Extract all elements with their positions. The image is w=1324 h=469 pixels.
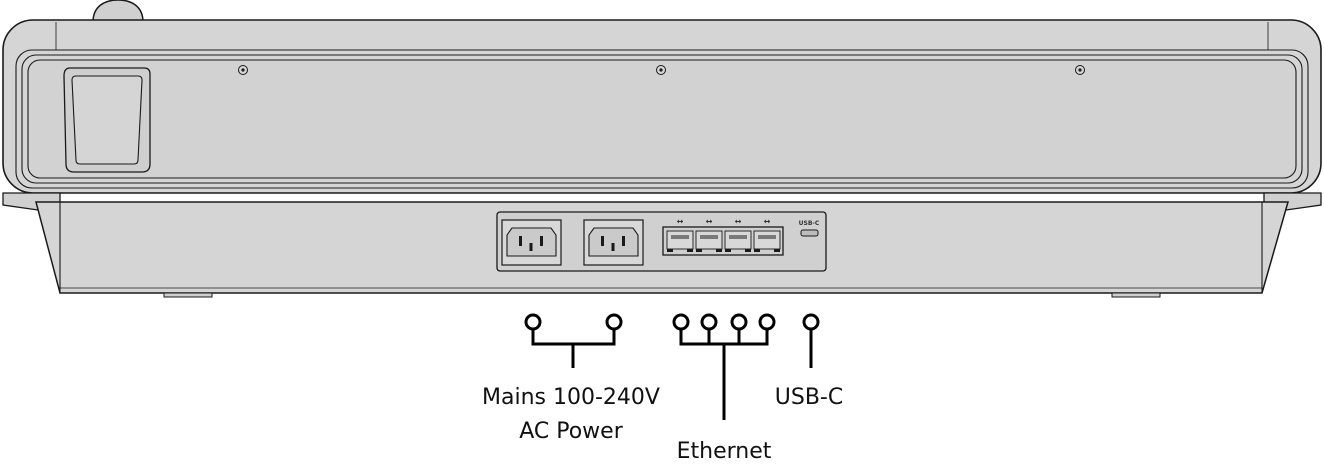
usbc-label: USB-C: [774, 385, 844, 410]
mains-leader: [524, 313, 623, 368]
usbc-port-tag: USB-C: [799, 220, 820, 227]
ethernet-glyph-1: ↔: [677, 217, 684, 226]
ethernet-leader: [672, 313, 776, 420]
usbc-leader: [802, 313, 820, 368]
screw-left: [238, 65, 248, 75]
ethernet-port-2: [695, 230, 723, 252]
foot-left: [163, 292, 213, 298]
foot-right: [1111, 292, 1161, 298]
ethernet-glyph-2: ↔: [706, 217, 713, 226]
ethernet-glyph-4: ↔: [764, 217, 771, 226]
ethernet-port-4: [753, 230, 781, 252]
usbc-port: [800, 229, 819, 237]
ethernet-port-3: [724, 230, 752, 252]
ethernet-block: [662, 226, 784, 256]
ethernet-port-1: [666, 230, 694, 252]
ethernet-label: Ethernet: [676, 439, 772, 464]
ethernet-glyph-3: ↔: [735, 217, 742, 226]
mains-label-line1: Mains 100-240V: [482, 385, 660, 410]
mains-label-line2: AC Power: [519, 419, 623, 444]
power-inlet-1: [501, 219, 562, 266]
top-knob: [92, 0, 144, 23]
power-inlet-2: [583, 219, 644, 266]
screw-right: [1075, 65, 1085, 75]
screw-center: [656, 65, 666, 75]
